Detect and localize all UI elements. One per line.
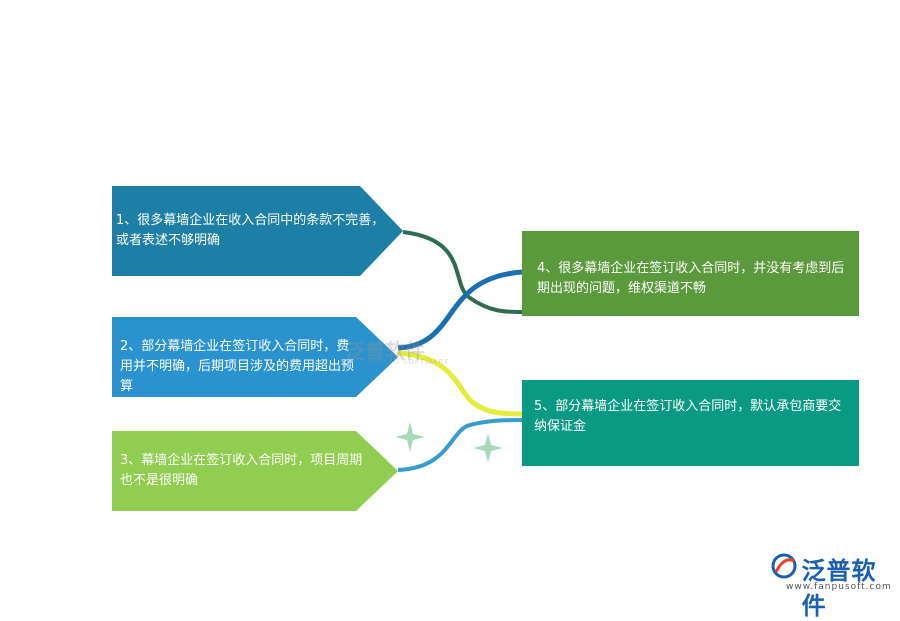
item-box-5 [522,380,859,466]
item-box-3 [112,431,398,511]
item-text-3: 3、幕墙企业在签订收入合同时，项目周期也不是很明确 [120,453,363,488]
watermark-text: 泛普软件 [345,339,425,363]
connector-3-5 [397,418,523,472]
item-text-1: 1、很多幕墙企业在收入合同中的条款不完善，或者表述不够明确 [116,213,385,248]
item-text-5: 5、部分幕墙企业在签订收入合同时，默认承包商要交纳保证金 [534,399,842,434]
item-box-1 [112,186,403,276]
connector-2-4 [397,269,523,351]
watermark-subtext: FANPU SOFTWARE [372,358,450,366]
fanpu-logo-icon [771,553,797,579]
item-box-2 [112,317,398,397]
brand-url: www.fanpusoft.com [786,582,892,592]
item-text-2: 2、部分幕墙企业在签订收入合同时，费用并不明确，后期项目涉及的费用超出预算 [120,339,355,394]
sparkle-star-icon [395,422,425,452]
connector-2-5 [397,350,523,417]
item-text-4: 4、很多幕墙企业在签订收入合同时，并没有考虑到后期出现的问题，维权渠道不畅 [537,261,845,296]
item-box-4 [522,231,859,316]
diagram-canvas [112,186,859,579]
sparkle-star-icon [473,433,503,463]
